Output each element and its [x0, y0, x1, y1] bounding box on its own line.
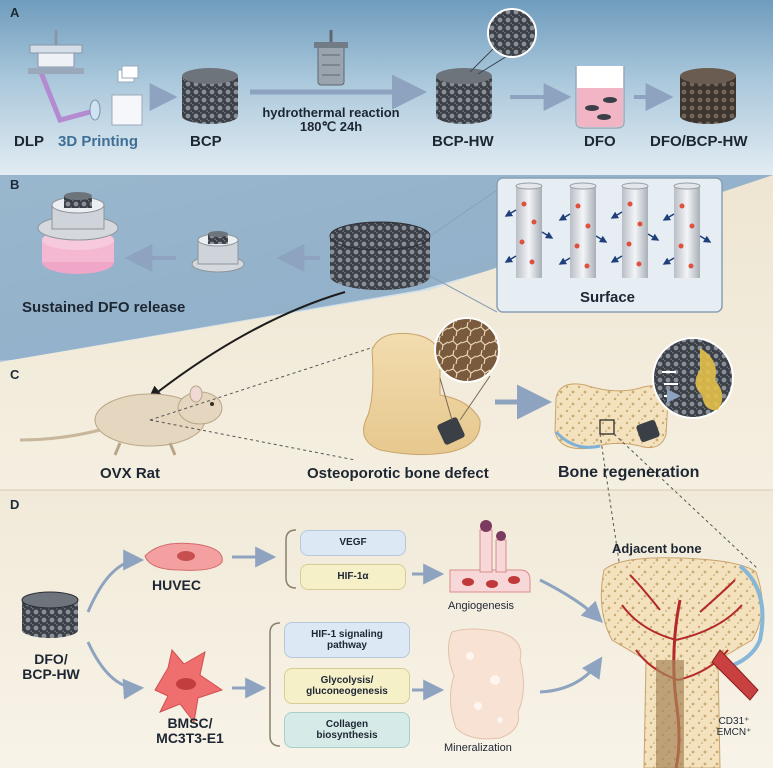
leader-regen-to-d1: [599, 433, 621, 569]
glycolysis-line-1: Glycolysis/: [320, 674, 374, 686]
hif-pathway-box: HIF-1 signaling pathway: [284, 622, 410, 658]
porous-bone-magnified-icon: [434, 317, 500, 383]
arrow-mineral-to-bone: [539, 656, 603, 694]
arrow-to-bmsc: [86, 641, 145, 700]
defect-label: Osteoporotic bone defect: [307, 465, 489, 482]
pore-cylinder-1: [504, 182, 554, 278]
bone-ingrowth-magnified-icon: [652, 337, 734, 419]
dlp-label: DLP: [14, 133, 44, 150]
collagen-line-2: biosynthesis: [316, 730, 378, 741]
release-device-small-icon: [191, 231, 245, 273]
pore-cylinder-2: [558, 182, 608, 278]
emcn-label: EMCN⁺: [716, 727, 752, 738]
dfo-label: DFO: [584, 133, 616, 150]
release-device-large-icon: [37, 192, 119, 274]
hif-pathway-line-1: HIF-1 signaling: [311, 628, 383, 640]
arrow-to-huvec: [86, 549, 145, 613]
vegf-box: VEGF: [300, 530, 406, 556]
panel-b-label: B: [10, 177, 20, 192]
dlp-printer-icon: [28, 30, 143, 126]
collagen-box: Collagen biosynthesis: [284, 712, 410, 748]
regenerated-bone-icon: [554, 337, 734, 450]
large-scaffold-icon: [329, 221, 431, 290]
cd31-label: CD31⁺: [718, 716, 750, 727]
hif-box: HIF-1α: [300, 564, 406, 590]
bcp-hw-scaffold-icon: [436, 8, 537, 124]
huvec-label: HUVEC: [152, 577, 202, 593]
collagen-line-1: Collagen: [325, 718, 369, 730]
bmsc-line-1: BMSC/: [167, 715, 213, 731]
leader-rat-bone-1: [149, 344, 381, 421]
panel-d-label: D: [10, 497, 20, 512]
autoclave-icon: [314, 30, 348, 86]
bcp-label: BCP: [190, 133, 222, 150]
surface-label: Surface: [580, 289, 636, 306]
implant-arrow: [147, 291, 346, 400]
mineralized-matrix-icon: [448, 628, 524, 740]
scaffold-d-line-2: BCP-HW: [22, 666, 80, 683]
glycolysis-line-2: gluconeogenesis: [306, 686, 388, 697]
ovx-rat-label: OVX Rat: [100, 465, 161, 482]
hydrothermal-line-1: hydrothermal reaction: [262, 105, 400, 120]
surface-inset: [496, 177, 723, 313]
hif-pathway-line-2: pathway: [326, 640, 367, 651]
arrow-angio-to-bone: [539, 578, 603, 623]
panel-a-background: [0, 0, 773, 175]
pore-cylinder-4: [662, 182, 712, 278]
bmsc-line-2: MC3T3-E1: [156, 730, 224, 747]
regeneration-label: Bone regeneration: [558, 464, 700, 481]
dfo-bcp-hw-scaffold-icon: [680, 68, 736, 124]
3d-printing-label: 3D Printing: [58, 133, 139, 150]
bmsc-label: BMSC/ MC3T3-E1: [140, 715, 240, 747]
adjacent-bone-icon: [600, 557, 765, 768]
zoom-line-b2: [429, 275, 498, 313]
defect-bone-icon: [363, 317, 500, 456]
pore-cylinder-3: [610, 182, 660, 278]
hydrothermal-label: hydrothermal reaction 180℃ 24h: [256, 105, 406, 135]
cd31-emcn-label: CD31⁺ EMCN⁺: [712, 716, 756, 738]
zoom-line-b1: [429, 189, 498, 237]
glycolysis-box: Glycolysis/ gluconeogenesis: [284, 668, 410, 704]
dfo-bcp-hw-label: DFO/BCP-HW: [650, 133, 748, 150]
adjacent-bone-label: Adjacent bone: [612, 541, 702, 556]
bracket-bmsc: [269, 622, 281, 747]
hydrothermal-line-2: 180℃ 24h: [299, 119, 363, 135]
bracket-huvec: [285, 529, 297, 589]
mineralization-label: Mineralization: [444, 742, 512, 754]
scaffold-d-label: DFO/ BCP-HW: [20, 651, 82, 683]
dfo-beaker-icon: [575, 66, 625, 129]
leader-rat-bone-2: [149, 419, 356, 461]
huvec-cell-icon: [144, 542, 223, 571]
angiogenesis-vessel-icon: [449, 520, 531, 593]
panel-c-label: C: [10, 367, 20, 382]
bcp-hw-label: BCP-HW: [432, 133, 494, 150]
scaffold-d-line-1: DFO/: [34, 651, 68, 667]
dfo-bcp-hw-small-scaffold-icon: [21, 591, 79, 638]
bmsc-cell-icon: [154, 648, 224, 724]
sustained-release-label: Sustained DFO release: [22, 299, 186, 316]
angiogenesis-label: Angiogenesis: [448, 600, 515, 612]
panel-a-label: A: [10, 5, 20, 20]
magnified-surface-icon: [487, 8, 537, 58]
leader-regen-to-d2: [613, 433, 758, 569]
bcp-scaffold-icon: [182, 68, 238, 124]
